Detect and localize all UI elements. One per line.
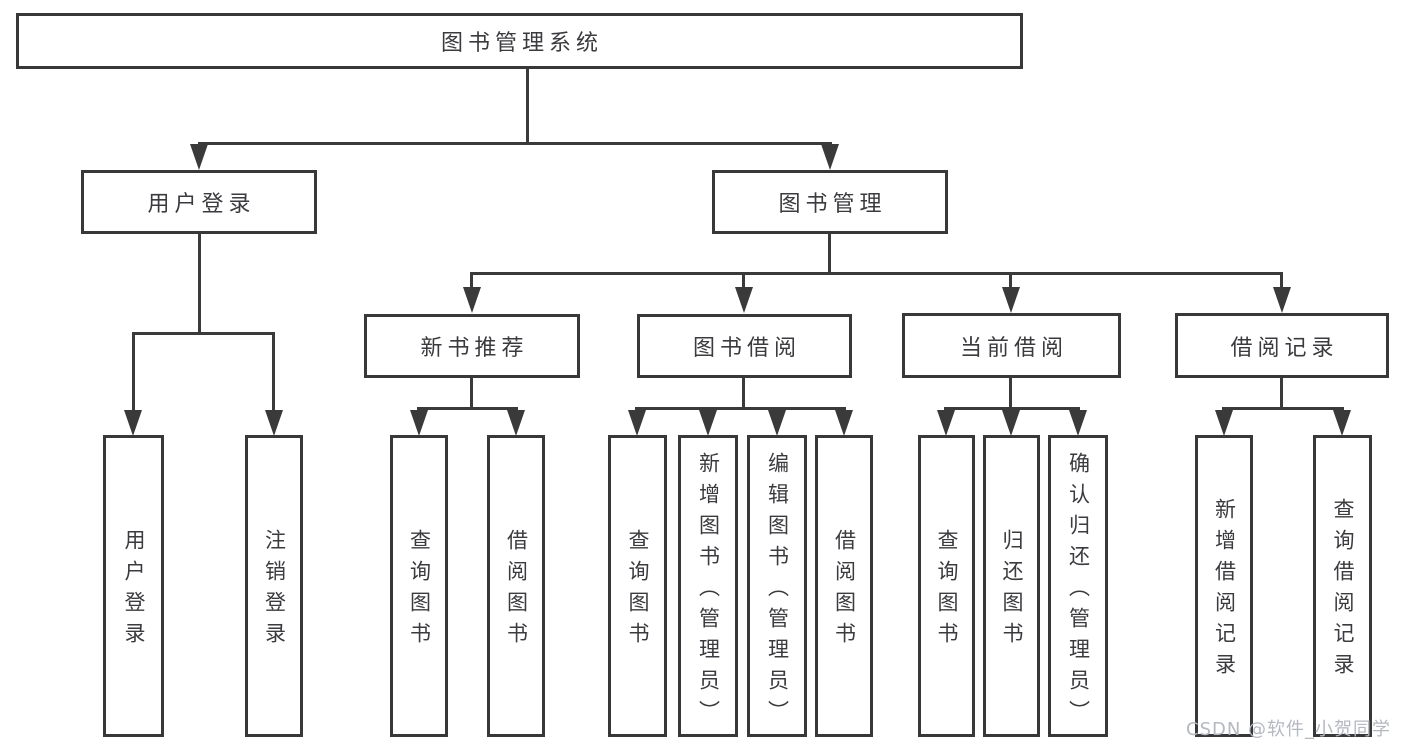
node-new-book-rec: 新书推荐 xyxy=(364,314,580,378)
connector-book-borrow-branch xyxy=(635,407,846,410)
arrow-to-leaf-rec-borrow-icon xyxy=(507,410,525,436)
node-root: 图书管理系统 xyxy=(16,13,1023,69)
arrow-to-leaf-cur-query-icon xyxy=(937,410,955,436)
connector-user-login-stem xyxy=(198,234,201,333)
connector-book-mgmt-stem xyxy=(828,234,831,273)
node-root-label: 图书管理系统 xyxy=(440,31,603,56)
node-book-borrow-label: 图书借阅 xyxy=(692,336,801,361)
node-borrow-record-label: 借阅记录 xyxy=(1230,335,1339,361)
connector-current-borrow-stem xyxy=(1009,378,1012,408)
arrow-to-leaf-logout-icon xyxy=(265,410,283,436)
leaf-bor-borrow-book: 借阅图书 xyxy=(815,435,873,737)
csdn-watermark: CSDN @软件_小贺同学 xyxy=(1186,719,1392,740)
leaf-cur-return-book: 归还图书 xyxy=(983,435,1040,737)
leaf-bor-edit-book: 编辑图书（管理员） xyxy=(747,435,807,737)
arrow-to-leaf-bor-edit-icon xyxy=(768,410,786,436)
arrow-to-leaf-rcd-add-icon xyxy=(1215,410,1233,436)
connector-level2-stub-3 xyxy=(1009,272,1012,290)
leaf-cur-query-book-label: 查询图书 xyxy=(935,529,959,653)
node-book-borrow: 图书借阅 xyxy=(637,314,852,378)
arrow-to-leaf-bor-borrow-icon xyxy=(835,410,853,436)
leaf-cur-return-book-label: 归还图书 xyxy=(1000,529,1024,653)
leaf-rec-borrow-book-label: 借阅图书 xyxy=(504,529,529,653)
leaf-bor-borrow-book-label: 借阅图书 xyxy=(832,529,857,653)
connector-level2-branch xyxy=(470,272,1283,275)
leaf-logout: 注销登录 xyxy=(245,435,303,737)
connector-user-login-right-drop xyxy=(272,332,275,412)
connector-user-login-left-drop xyxy=(132,332,135,412)
leaf-cur-query-book: 查询图书 xyxy=(918,435,975,737)
arrow-to-leaf-cur-confirm-icon xyxy=(1069,410,1087,436)
node-book-mgmt: 图书管理 xyxy=(712,170,948,234)
arrow-to-current-borrow-icon xyxy=(1002,287,1020,313)
leaf-rec-query-book-label: 查询图书 xyxy=(407,529,432,653)
connector-root-stem xyxy=(526,69,529,143)
leaf-rcd-query-record: 查询借阅记录 xyxy=(1313,435,1372,737)
leaf-bor-query-book: 查询图书 xyxy=(608,435,667,737)
leaf-rcd-query-record-label: 查询借阅记录 xyxy=(1331,498,1355,684)
node-borrow-record: 借阅记录 xyxy=(1175,313,1389,378)
leaf-rec-query-book: 查询图书 xyxy=(390,435,448,737)
arrow-to-book-mgmt-icon xyxy=(821,144,839,170)
arrow-to-leaf-cur-return-icon xyxy=(1002,410,1020,436)
node-user-login-label: 用户登录 xyxy=(147,192,256,217)
leaf-user-login: 用户登录 xyxy=(103,435,164,737)
arrow-to-new-book-rec-icon xyxy=(463,287,481,313)
connector-current-borrow-branch xyxy=(944,407,1080,410)
leaf-bor-add-book: 新增图书（管理员） xyxy=(678,435,738,737)
leaf-cur-confirm-return: 确认归还（管理员） xyxy=(1048,435,1108,737)
leaf-bor-edit-book-label: 编辑图书（管理员） xyxy=(765,451,790,731)
node-user-login: 用户登录 xyxy=(81,170,317,234)
leaf-rcd-add-record: 新增借阅记录 xyxy=(1195,435,1253,737)
leaf-user-login-label: 用户登录 xyxy=(122,529,146,653)
connector-new-book-rec-branch xyxy=(417,407,518,410)
arrow-to-borrow-record-icon xyxy=(1273,287,1291,313)
leaf-rec-borrow-book: 借阅图书 xyxy=(487,435,545,737)
arrow-to-book-borrow-icon xyxy=(735,287,753,313)
arrow-to-leaf-rec-query-icon xyxy=(410,410,428,436)
connector-level1-branch xyxy=(198,142,832,145)
node-current-borrow-label: 当前借阅 xyxy=(959,335,1068,361)
arrow-to-leaf-bor-query-icon xyxy=(628,410,646,436)
arrow-to-leaf-rcd-query-icon xyxy=(1333,410,1351,436)
arrow-to-leaf-bor-add-icon xyxy=(699,410,717,436)
leaf-bor-query-book-label: 查询图书 xyxy=(626,529,650,653)
leaf-bor-add-book-label: 新增图书（管理员） xyxy=(696,451,721,731)
connector-user-login-branch xyxy=(132,332,275,335)
connector-new-book-rec-stem xyxy=(470,378,473,408)
node-new-book-rec-label: 新书推荐 xyxy=(420,336,529,361)
leaf-logout-label: 注销登录 xyxy=(262,529,287,653)
connector-level2-stub-2 xyxy=(742,272,745,290)
connector-level2-stub-1 xyxy=(470,272,473,290)
arrow-to-user-login-icon xyxy=(190,144,208,170)
node-book-mgmt-label: 图书管理 xyxy=(778,192,887,217)
leaf-rcd-add-record-label: 新增借阅记录 xyxy=(1212,498,1237,684)
leaf-cur-confirm-return-label: 确认归还（管理员） xyxy=(1066,451,1091,731)
connector-borrow-record-branch xyxy=(1222,407,1344,410)
connector-book-borrow-stem xyxy=(742,378,745,408)
arrow-to-leaf-user-login-icon xyxy=(124,410,142,436)
connector-borrow-record-stem xyxy=(1280,378,1283,408)
node-current-borrow: 当前借阅 xyxy=(902,313,1121,378)
connector-level2-stub-4 xyxy=(1280,272,1283,290)
